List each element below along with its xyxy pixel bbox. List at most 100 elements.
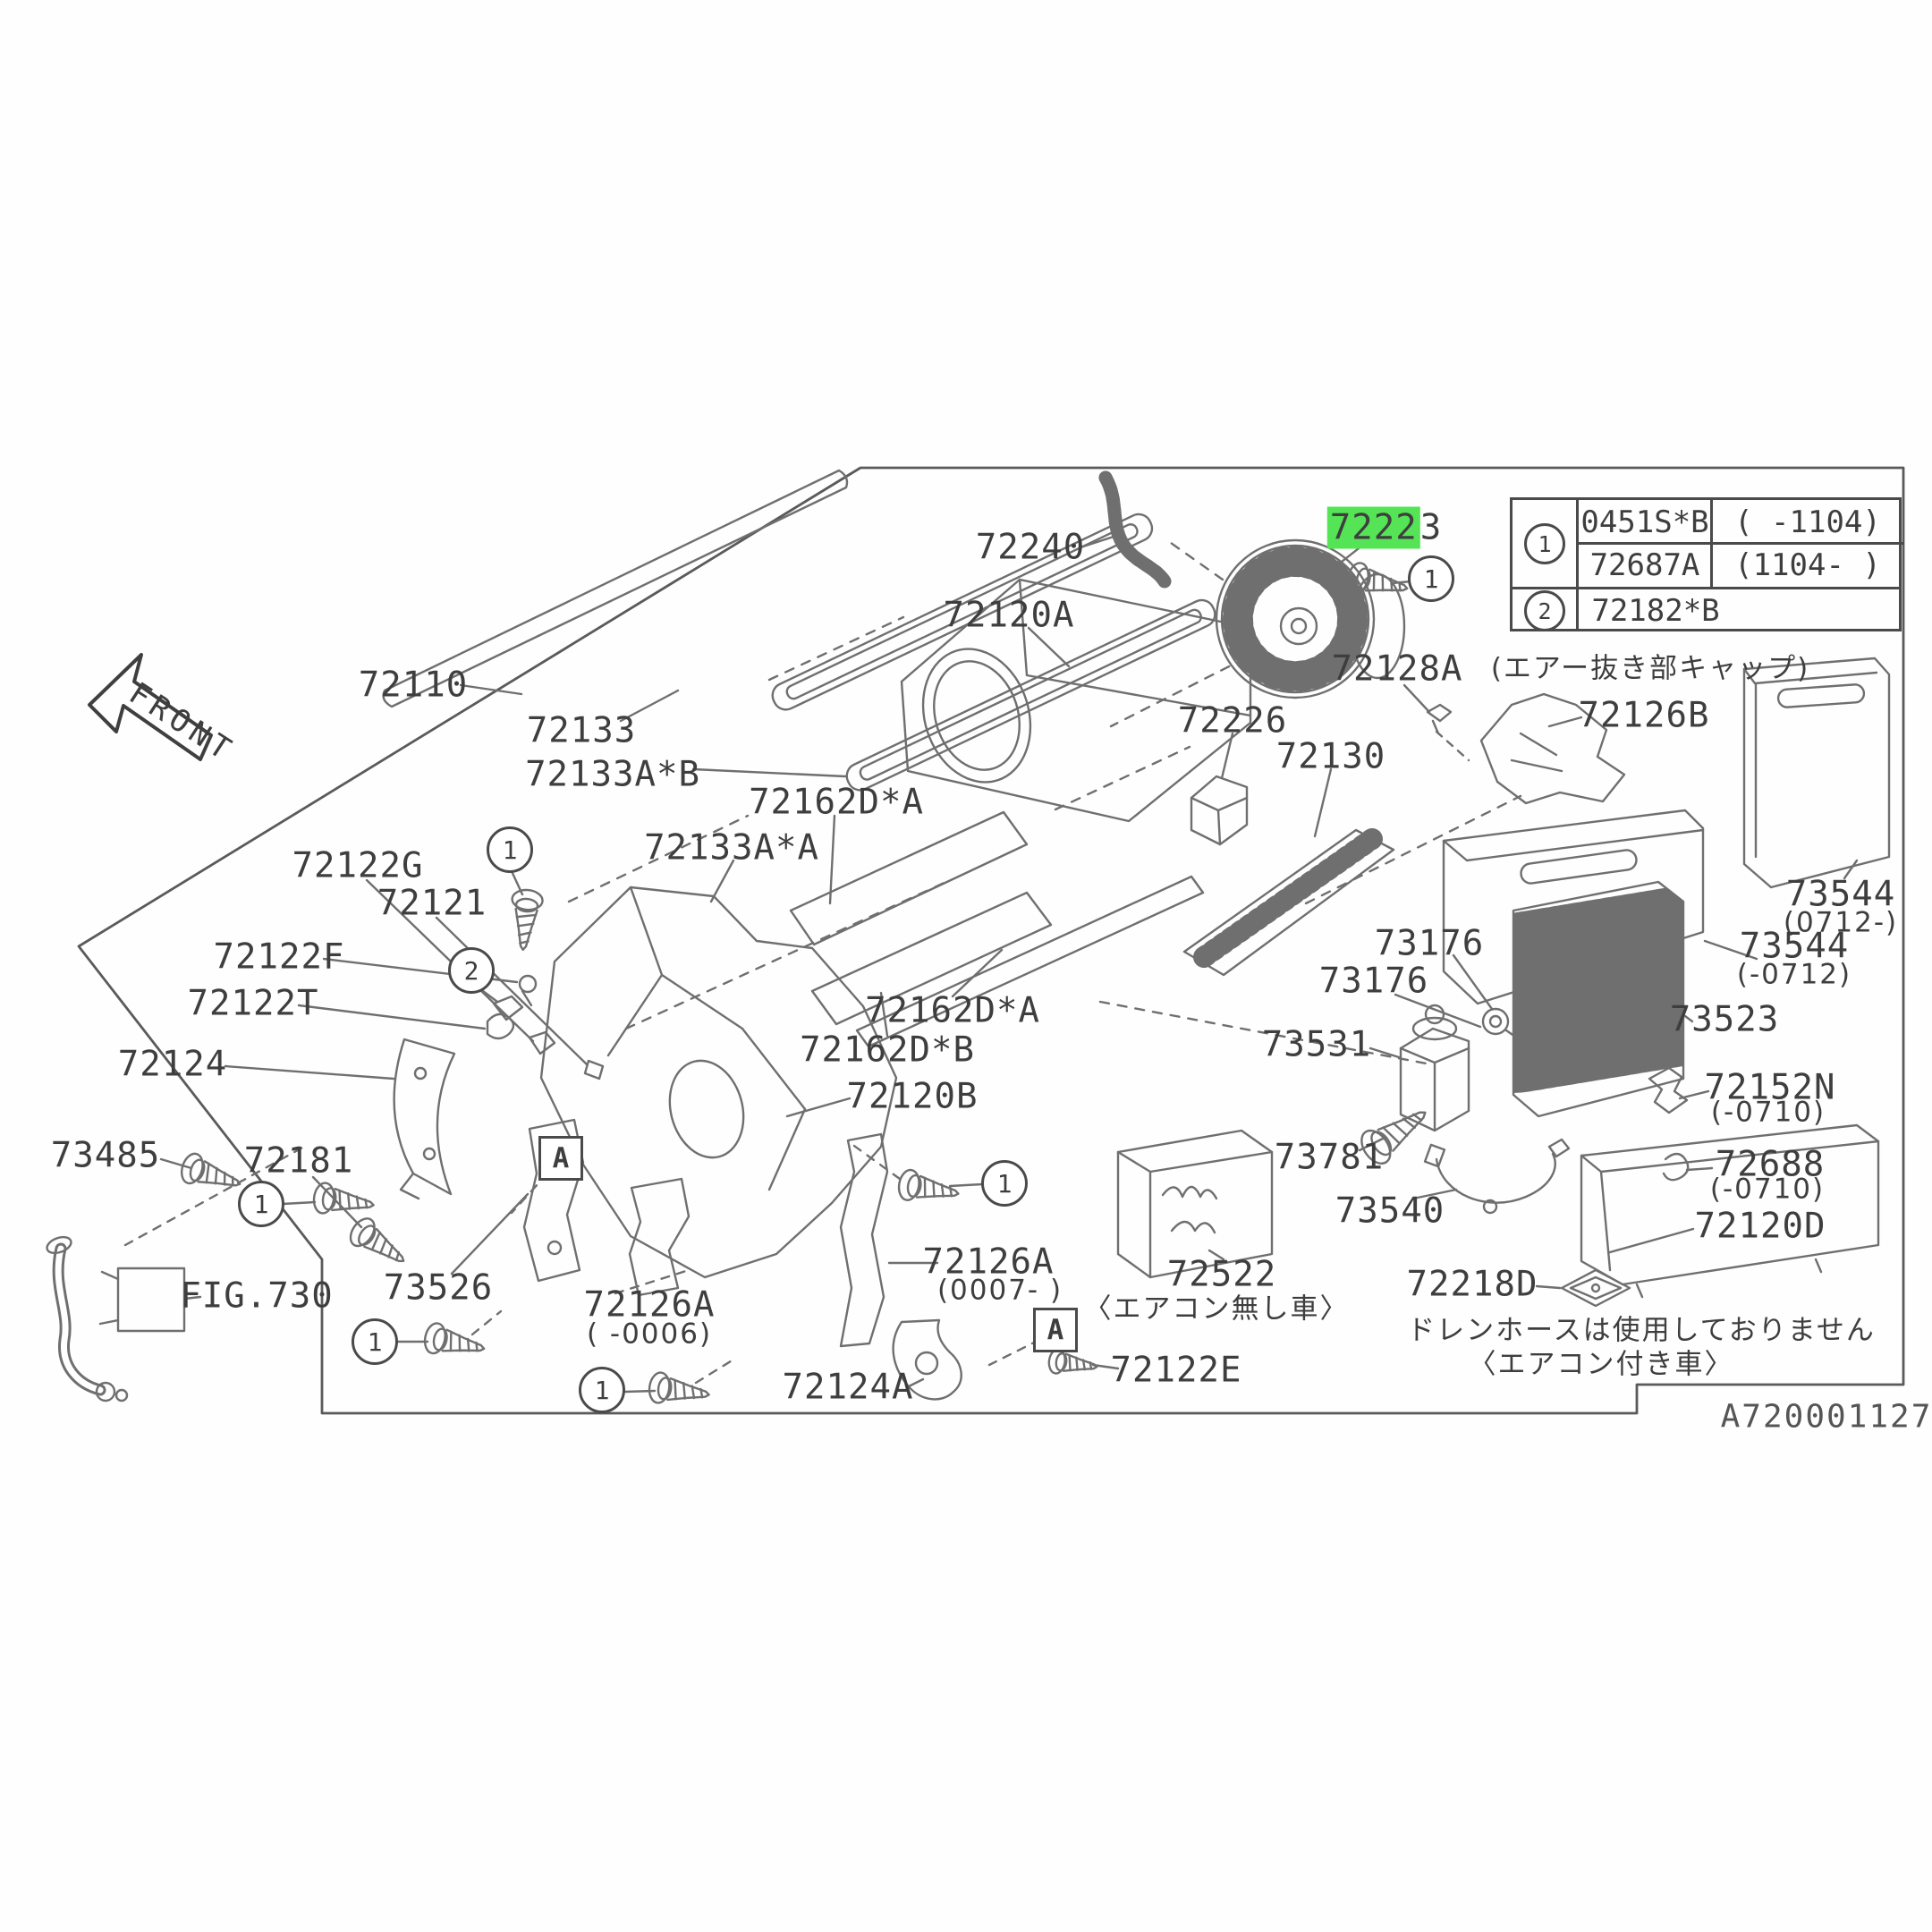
highlighted-part-number[interactable]: 7222 xyxy=(1326,506,1420,549)
part-73544-box-drawing xyxy=(1744,658,1889,887)
part-label-72162da[interactable]: 72162D*A xyxy=(749,782,924,823)
part-label-: ドレンホースは使用しておりません xyxy=(1407,1314,1876,1347)
part-label-72121[interactable]: 72121 xyxy=(377,883,487,924)
part-label-72122e[interactable]: 72122E xyxy=(1110,1350,1242,1391)
part-73531-drawing xyxy=(1370,1005,1469,1131)
part-label-72522[interactable]: 72522 xyxy=(1166,1254,1277,1295)
part-72120B-drawing xyxy=(541,887,896,1277)
part-label-72120d[interactable]: 72120D xyxy=(1694,1206,1826,1247)
part-label-73526[interactable]: 73526 xyxy=(383,1267,494,1309)
part-label-: 〈エアコン付き車〉 xyxy=(1468,1348,1734,1381)
frame-border xyxy=(79,468,1903,1413)
legend-divider xyxy=(1576,542,1904,545)
part-label-73176[interactable]: 73176 xyxy=(1374,923,1485,964)
part-label-72152n[interactable]: 72152N xyxy=(1704,1067,1836,1108)
part-72120A-drawing xyxy=(902,580,1250,821)
part-label-72128a[interactable]: 72128A xyxy=(1331,648,1463,690)
part-label-73544[interactable]: 73544 xyxy=(1739,926,1850,967)
part-72688-drawing xyxy=(1664,1154,1712,1180)
legend-part-72182B: 72182*B xyxy=(1591,593,1720,629)
legend-divider xyxy=(1710,500,1713,589)
part-label-72133ab[interactable]: 72133A*B xyxy=(525,754,700,795)
part-label-73781[interactable]: 73781 xyxy=(1274,1137,1385,1178)
part-label-0710: (-0710) xyxy=(1710,1096,1826,1129)
legend-divider xyxy=(1513,587,1899,589)
callout-circle-1: 1 xyxy=(487,826,533,873)
callout-circle-1: 1 xyxy=(352,1318,398,1365)
part-label-72133[interactable]: 72133 xyxy=(526,710,637,751)
part-label-72162da[interactable]: 72162D*A xyxy=(865,990,1040,1031)
part-label-73540[interactable]: 73540 xyxy=(1335,1191,1445,1232)
part-label-72181[interactable]: 72181 xyxy=(243,1140,354,1182)
part-label-73544[interactable]: 73544 xyxy=(1785,874,1896,915)
part-label-72688[interactable]: 72688 xyxy=(1715,1144,1826,1185)
part-label-0007: (0007- ) xyxy=(936,1274,1063,1307)
part-72522-drawing xyxy=(1118,1131,1272,1277)
legend-part-72687A: 72687A xyxy=(1589,547,1700,583)
legend-range-0451SB: ( -1104) xyxy=(1734,504,1881,540)
part-72124-drawing xyxy=(225,1039,454,1199)
part-label-0710: (-0710) xyxy=(1709,1173,1826,1206)
part-72152N-drawing xyxy=(1649,1068,1708,1113)
part-label-72226[interactable]: 72226 xyxy=(1177,700,1288,741)
part-72120D-drawing xyxy=(1581,1125,1878,1297)
part-72128A-drawing xyxy=(1404,685,1469,760)
part-label-72218d[interactable]: 72218D xyxy=(1406,1264,1538,1305)
drawing-number: A720001127 xyxy=(1720,1398,1932,1436)
part-label-72126a[interactable]: 72126A xyxy=(922,1241,1055,1283)
part-72223-blower-drawing xyxy=(1111,538,1404,726)
part-label-72122g[interactable]: 72122G xyxy=(292,845,424,886)
part-73540-drawing xyxy=(1413,1140,1569,1213)
part-label-72122t[interactable]: 72122T xyxy=(187,983,319,1024)
part-73544-cover-drawing xyxy=(1444,810,1757,1004)
part-label-72240[interactable]: 72240 xyxy=(975,527,1086,568)
legend-divider xyxy=(1576,500,1579,629)
part-72130-drawing xyxy=(1184,769,1394,975)
part-label-73523[interactable]: 73523 xyxy=(1669,999,1780,1040)
part-72126A-drawings xyxy=(615,1134,937,1346)
part-label-72122f[interactable]: 72122F xyxy=(213,936,345,978)
part-label-72120b[interactable]: 72120B xyxy=(846,1076,979,1117)
part-label-: 〈エアコン無し車〉 xyxy=(1083,1292,1350,1326)
callout-circle-1: 1 xyxy=(238,1181,284,1227)
part-72110-drawing xyxy=(384,470,847,707)
part-label-72124[interactable]: 72124 xyxy=(117,1044,228,1085)
fig-730-hose-drawing xyxy=(45,1147,304,1401)
section-marker-A: A xyxy=(538,1136,583,1181)
part-label-72162db[interactable]: 72162D*B xyxy=(800,1030,975,1071)
part-label-72124a[interactable]: 72124A xyxy=(782,1367,914,1408)
legend-table: 1 2 0451S*B ( -1104) 72687A (1104- ) 721… xyxy=(1510,497,1904,631)
callout-circle-1: 1 xyxy=(981,1160,1028,1207)
part-label-0006: ( -0006) xyxy=(586,1318,713,1351)
part-label-72223[interactable]: 72223 xyxy=(1326,506,1442,549)
part-label-0712: (-0712) xyxy=(1736,958,1852,991)
part-72218D-drawing xyxy=(1537,1270,1630,1306)
part-label-0712: (0712-) xyxy=(1783,906,1899,939)
part-label-72120a[interactable]: 72120A xyxy=(943,595,1075,636)
part-label-73531[interactable]: 73531 xyxy=(1261,1024,1372,1065)
part-label-: (エアー抜き部キャップ) xyxy=(1490,652,1810,685)
legend-callout-2: 2 xyxy=(1524,590,1565,631)
legend-range-72687A: (1104- ) xyxy=(1734,547,1881,583)
fig-ref-fig730[interactable]: FIG.730 xyxy=(180,1275,334,1317)
legend-part-0451SB: 0451S*B xyxy=(1580,504,1709,540)
part-label-73485[interactable]: 73485 xyxy=(50,1135,161,1176)
part-73176-drawing xyxy=(1395,955,1540,1063)
part-72122-clips-drawing xyxy=(299,880,603,1079)
part-label-72130[interactable]: 72130 xyxy=(1275,736,1386,777)
part-label-72133aa[interactable]: 72133A*A xyxy=(644,827,819,869)
callout-circle-1: 1 xyxy=(579,1367,625,1413)
part-72240-drawing xyxy=(1080,478,1165,581)
part-label-73176[interactable]: 73176 xyxy=(1318,961,1429,1002)
callout-circle-2: 2 xyxy=(448,947,495,994)
assembly-axis-lines xyxy=(569,617,1521,1064)
part-label-72110[interactable]: 72110 xyxy=(358,665,469,706)
legend-callout-1: 1 xyxy=(1524,523,1565,564)
part-label-72126b[interactable]: 72126B xyxy=(1578,695,1710,736)
part-label-72126a[interactable]: 72126A xyxy=(583,1284,716,1326)
part-72226-drawing xyxy=(1191,733,1247,844)
callout-circle-1: 1 xyxy=(1408,555,1454,602)
front-arrow-icon xyxy=(89,655,211,759)
